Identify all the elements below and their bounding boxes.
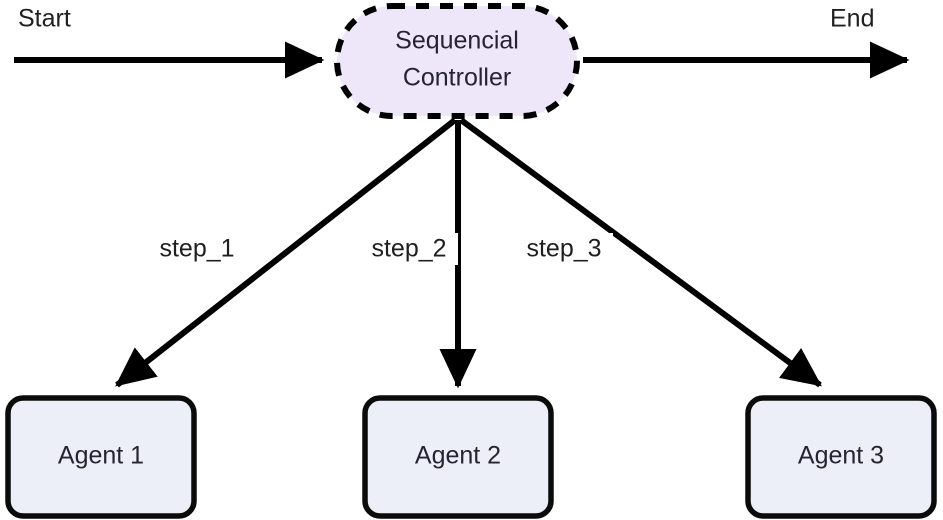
agent-3-shape bbox=[745, 395, 937, 519]
controller-label-line2: Controller bbox=[403, 64, 511, 92]
edge-step-3 bbox=[459, 117, 822, 388]
edge-label-step-2: step_2 bbox=[371, 235, 446, 263]
edge-label-1-backdrop bbox=[146, 233, 246, 265]
agent-1-label: Agent 1 bbox=[58, 442, 144, 470]
end-label: End bbox=[830, 5, 874, 33]
agent-2-label: Agent 2 bbox=[415, 442, 501, 470]
edge-step-1 bbox=[115, 117, 457, 388]
agent-1-shape bbox=[5, 395, 197, 519]
agent-3-label: Agent 3 bbox=[798, 442, 884, 470]
controller-label-line1: Sequencial bbox=[395, 27, 519, 55]
edge-label-2-backdrop bbox=[358, 233, 458, 265]
edge-label-3-backdrop bbox=[513, 233, 613, 265]
start-label: Start bbox=[18, 5, 71, 33]
node-agent-1[interactable]: Agent 1 bbox=[5, 395, 197, 519]
edge-label-step-1: step_1 bbox=[159, 235, 234, 263]
node-agent-3[interactable]: Agent 3 bbox=[745, 395, 937, 519]
node-sequential-controller[interactable]: Sequencial Controller bbox=[334, 3, 580, 119]
controller-shape bbox=[334, 3, 580, 119]
agent-2-shape bbox=[362, 395, 554, 519]
edge-label-step-3: step_3 bbox=[526, 235, 601, 263]
node-agent-2[interactable]: Agent 2 bbox=[362, 395, 554, 519]
